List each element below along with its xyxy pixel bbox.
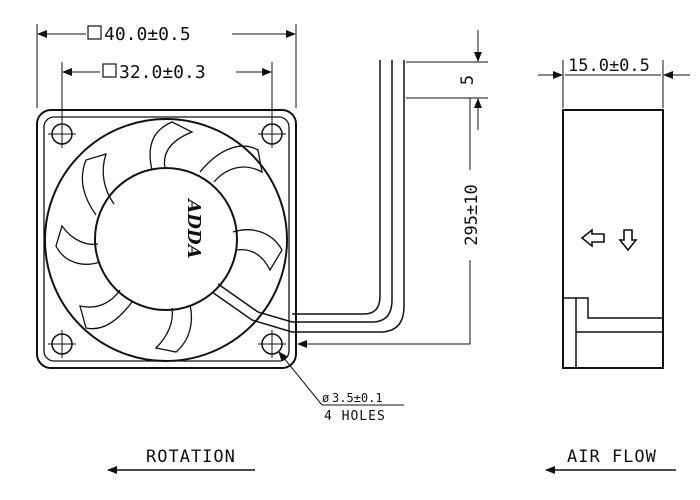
svg-text:32.0±0.3: 32.0±0.3 bbox=[119, 62, 206, 83]
svg-text:4 HOLES: 4 HOLES bbox=[324, 409, 386, 424]
side-view bbox=[562, 109, 664, 369]
dim-lead-length: 295±10 bbox=[297, 98, 482, 348]
fan-hub bbox=[94, 167, 238, 311]
svg-text:40.0±0.5: 40.0±0.5 bbox=[104, 24, 191, 45]
airflow-indicator: AIR FLOW bbox=[545, 447, 676, 474]
svg-text:295±10: 295±10 bbox=[462, 184, 482, 245]
fan-venturi bbox=[44, 118, 288, 362]
svg-text:5: 5 bbox=[458, 75, 478, 85]
svg-text:3.5±0.1: 3.5±0.1 bbox=[332, 391, 383, 405]
arrow-left-icon bbox=[580, 228, 605, 248]
square-dimension-icon bbox=[87, 25, 102, 40]
dim-hole-spacing: 32.0±0.3 bbox=[61, 62, 273, 122]
fan-blades bbox=[55, 121, 283, 353]
dim-hole-diameter: ø 3.5±0.1 4 HOLES bbox=[278, 351, 404, 424]
svg-text:15.0±0.5: 15.0±0.5 bbox=[568, 56, 650, 76]
lead-wires bbox=[211, 60, 405, 333]
rotation-indicator: ROTATION bbox=[107, 447, 255, 474]
airflow-label: AIR FLOW bbox=[567, 447, 657, 467]
dim-lead-strip: 5 bbox=[406, 30, 488, 130]
mounting-holes bbox=[51, 123, 283, 355]
diameter-icon: ø bbox=[322, 391, 329, 405]
square-dimension-icon bbox=[102, 63, 117, 78]
brand-logo: ADDA bbox=[183, 197, 204, 258]
dim-thickness: 15.0±0.5 bbox=[538, 56, 690, 108]
side-body bbox=[562, 109, 664, 369]
fan-frame-outer bbox=[36, 109, 297, 369]
rotation-label: ROTATION bbox=[146, 447, 236, 467]
arrow-down-icon bbox=[618, 229, 638, 252]
hole-crosshairs bbox=[48, 120, 286, 358]
dim-outer-size: 40.0±0.5 bbox=[36, 24, 297, 108]
front-view: ADDA bbox=[36, 60, 405, 369]
